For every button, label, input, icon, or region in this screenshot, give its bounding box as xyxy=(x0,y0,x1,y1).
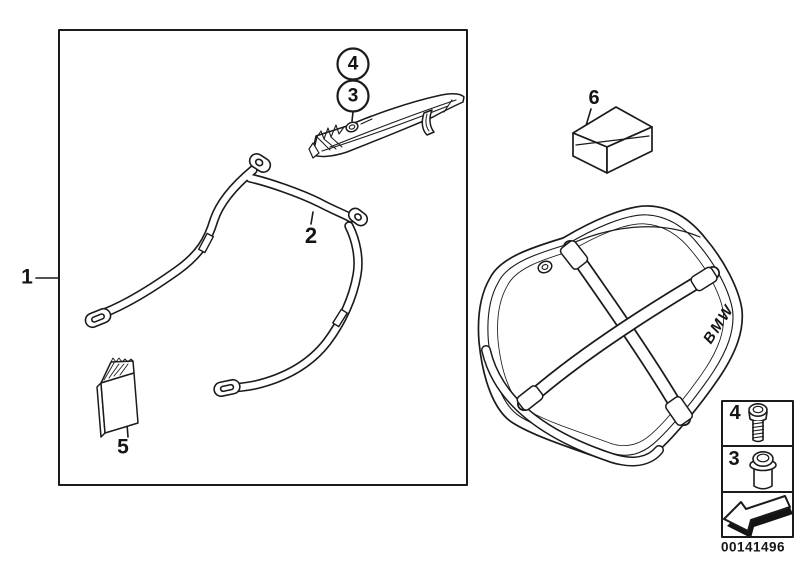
rail-bracket-drawing xyxy=(308,93,465,159)
image-number: 00141496 xyxy=(720,539,786,555)
part5-label: 5 xyxy=(117,435,129,459)
callout-4-number: 4 xyxy=(347,53,359,75)
part2-label: 2 xyxy=(304,223,318,248)
rail-clamp xyxy=(421,109,435,136)
rail-teeth xyxy=(313,124,345,151)
leader-part2 xyxy=(310,211,314,225)
callout-circle-3 xyxy=(336,79,370,113)
legend-row-4-number: 4 xyxy=(729,402,741,424)
bag-strap-buckles xyxy=(516,240,718,426)
legend-table xyxy=(721,400,794,538)
soft-case-drawing xyxy=(477,205,744,467)
bag-inner-outline xyxy=(487,214,734,456)
socket-screw-icon xyxy=(748,402,768,443)
frame-weld-plate xyxy=(197,232,215,254)
rail-screw xyxy=(345,121,359,133)
rail-foot xyxy=(308,142,320,159)
frame-bracket-drawing xyxy=(84,153,369,398)
manual-booklet-drawing xyxy=(96,357,139,438)
leader-callout3 xyxy=(351,111,354,122)
frame-tab-apex xyxy=(248,153,272,173)
frame-tab-bottom xyxy=(213,378,241,398)
callout-3-number: 3 xyxy=(347,85,359,107)
legend-row-3-number: 3 xyxy=(728,448,740,470)
bag-lock xyxy=(537,260,553,274)
part1-label: 1 xyxy=(21,265,33,289)
frame-tab-lower-left xyxy=(84,307,112,329)
frame-tab-upper-right xyxy=(347,207,369,227)
callout-circles xyxy=(336,47,370,113)
sleeve-nut-icon xyxy=(749,450,777,490)
frame-weld-plate xyxy=(332,308,348,328)
foam-block-drawing xyxy=(572,106,653,174)
bag-panel-outline xyxy=(497,223,725,446)
main-parts-box xyxy=(58,29,468,486)
part6-label: 6 xyxy=(588,87,600,109)
direction-arrow-icon xyxy=(723,495,793,538)
